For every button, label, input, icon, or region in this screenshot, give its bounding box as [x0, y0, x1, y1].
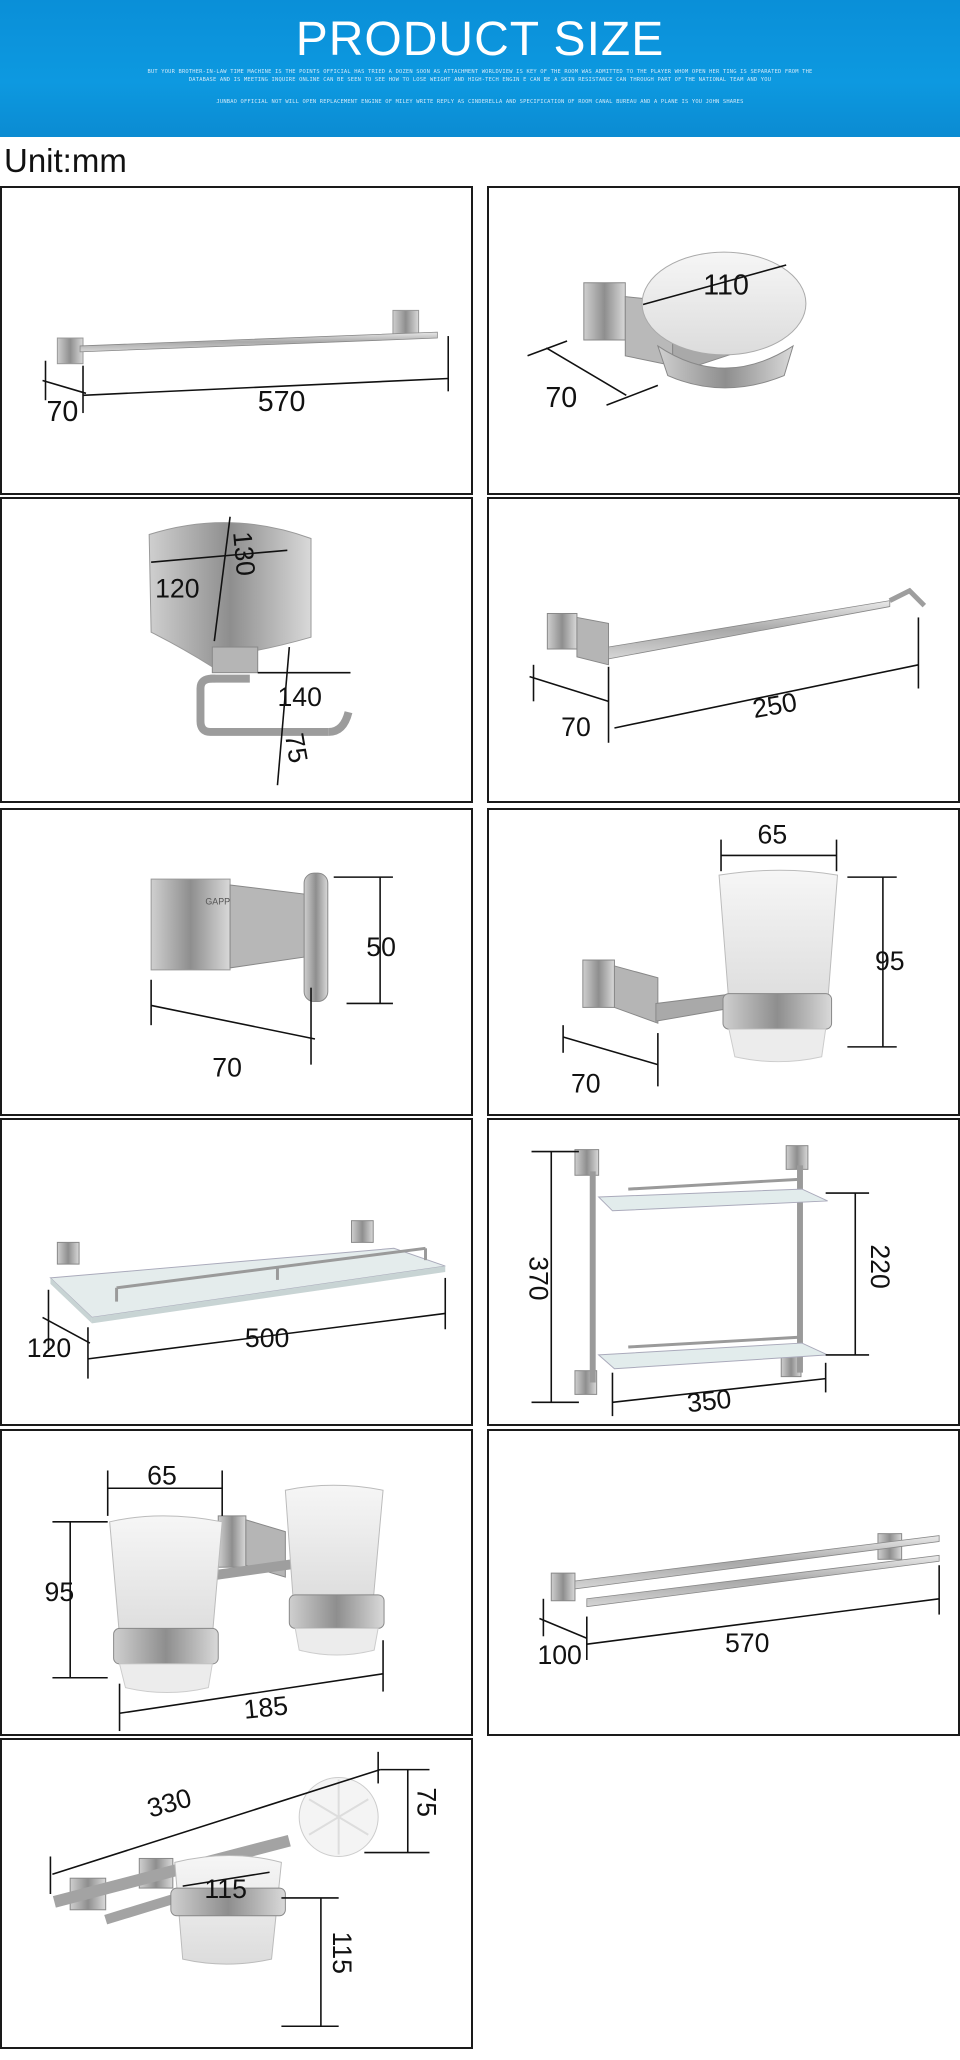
dim-depth: 100	[537, 1640, 581, 1670]
glass-shelf-drawing: 120 500	[27, 1220, 447, 1379]
panel-toilet-paper-holder: 130 120 140 75	[0, 497, 473, 803]
double-towel-bar-drawing: 100 570	[537, 1533, 940, 1670]
brand-logo: GAPPO	[205, 897, 237, 907]
dim-total-height: 370	[524, 1256, 554, 1300]
dim-height: 50	[366, 932, 396, 962]
panel-double-glass-shelf: 370 220 350	[487, 1118, 960, 1426]
dim-depth: 70	[561, 712, 591, 742]
robe-hook-drawing: GAPPO 50 70	[150, 872, 396, 1082]
dim-depth: 70	[571, 1068, 601, 1098]
dim-arm-length: 140	[277, 682, 321, 712]
unit-label: Unit:mm	[4, 142, 127, 179]
soap-dish-drawing: 110 70	[527, 251, 807, 414]
panel-double-tumbler-holder: 65 95 185	[0, 1429, 473, 1736]
toilet-paper-holder-drawing: 130 120 140 75	[148, 516, 353, 786]
dim-brush-diameter: 75	[412, 1787, 442, 1817]
dim-height: 115	[327, 1932, 357, 1974]
panel-robe-hook: GAPPO 50 70	[0, 808, 473, 1116]
dim-cup-width: 115	[204, 1874, 246, 1904]
banner-fine-print: BUT YOUR BROTHER-IN-LAW TIME MACHINE IS …	[147, 69, 813, 83]
towel-ring-drawing: 70 250	[529, 587, 927, 743]
dim-depth: 70	[545, 382, 577, 414]
page-title: PRODUCT SIZE	[295, 13, 665, 66]
dim-length: 570	[258, 386, 306, 418]
dim-depth: 70	[212, 1052, 242, 1082]
header-banner: PRODUCT SIZE BUT YOUR BROTHER-IN-LAW TIM…	[0, 0, 960, 137]
dim-depth: 70	[46, 396, 78, 428]
dim-length: 185	[242, 1690, 289, 1724]
double-tumbler-holder-drawing: 65 95 185	[45, 1460, 385, 1732]
panel-towel-bar: 70 570	[0, 186, 473, 495]
dim-shelf-spacing: 220	[865, 1244, 895, 1288]
panel-double-towel-bar: 100 570	[487, 1429, 960, 1736]
dim-height: 130	[227, 530, 261, 577]
panel-toilet-brush-holder: 330 75 115 115	[0, 1738, 473, 2049]
dim-arm-depth: 75	[279, 731, 314, 765]
tumbler-holder-drawing: 65 95 70	[562, 820, 905, 1098]
dim-length: 500	[245, 1323, 289, 1353]
dim-cup-width: 65	[758, 820, 788, 850]
toilet-brush-holder-drawing: 330 75 115 115	[49, 1751, 442, 2028]
dim-length: 350	[685, 1384, 732, 1418]
towel-bar-drawing: 70 570	[42, 309, 450, 428]
dim-cover-width: 120	[155, 574, 199, 604]
panel-soap-dish: 110 70	[487, 186, 960, 495]
dim-length: 250	[750, 687, 799, 724]
dim-depth: 120	[27, 1333, 71, 1363]
panel-glass-shelf: 120 500	[0, 1118, 473, 1426]
dim-length: 570	[725, 1628, 769, 1658]
dim-height: 95	[875, 946, 905, 976]
double-glass-shelf-drawing: 370 220 350	[524, 1145, 895, 1418]
dim-height: 95	[45, 1577, 75, 1607]
panel-tumbler-holder: 65 95 70	[487, 808, 960, 1116]
dim-length: 330	[144, 1782, 195, 1823]
dim-diameter: 110	[703, 270, 749, 302]
dim-cup-width: 65	[147, 1460, 177, 1490]
banner-fine-print-2: JUNBAO OFFICIAL NOT WILL OPEN REPLACEMEN…	[216, 99, 744, 105]
panel-towel-ring: 70 250	[487, 497, 960, 803]
